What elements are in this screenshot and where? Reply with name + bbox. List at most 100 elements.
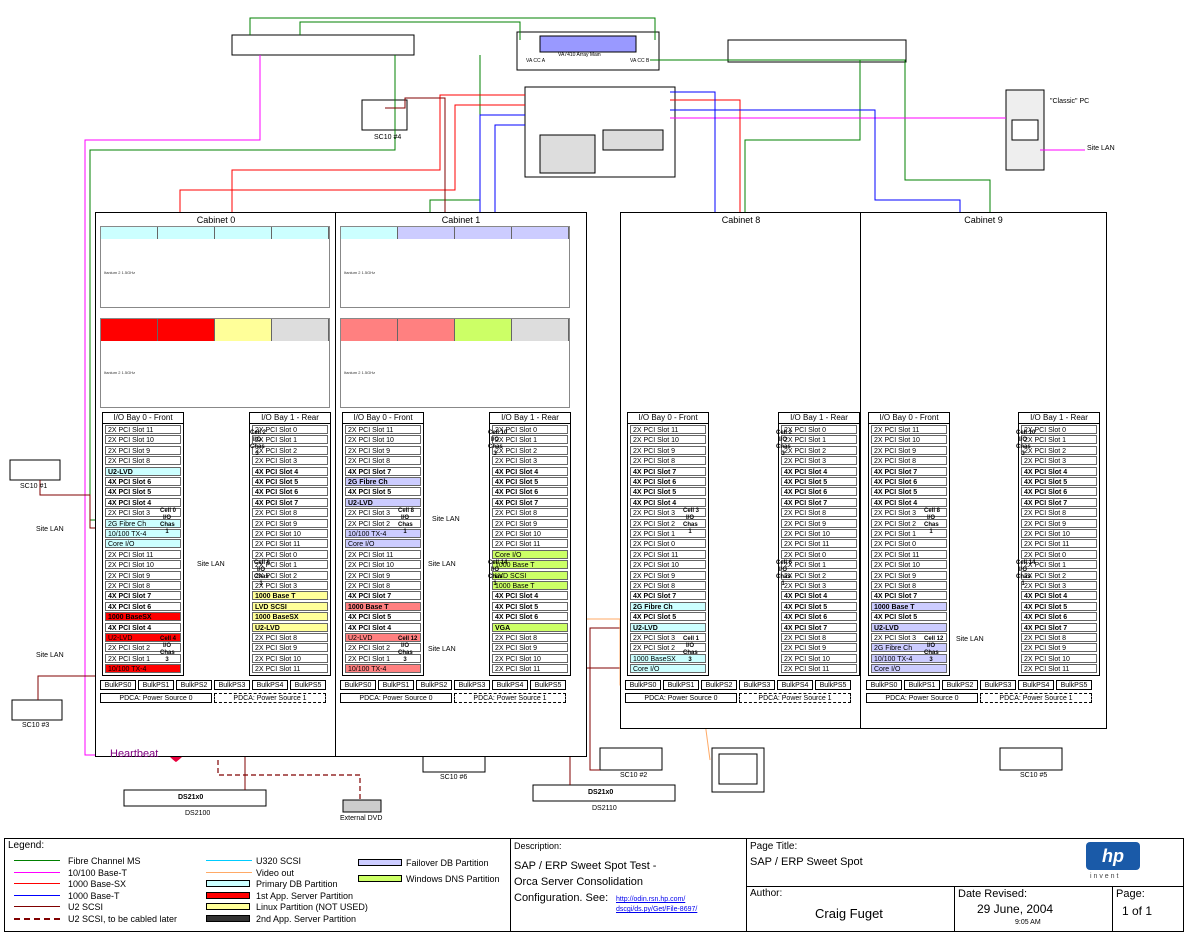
pci-slot[interactable]: 4X PCI Slot 4 (345, 623, 421, 632)
pci-slot[interactable]: 2X PCI Slot 11 (345, 425, 421, 434)
pci-slot[interactable]: 2X PCI Slot 9 (345, 446, 421, 455)
pci-slot[interactable]: 2X PCI Slot 8 (492, 633, 568, 642)
pci-slot[interactable]: 2X PCI Slot 8 (105, 581, 181, 590)
pci-slot[interactable]: 2X PCI Slot 11 (630, 425, 706, 434)
pci-slot[interactable]: 4X PCI Slot 5 (105, 487, 181, 496)
pci-slot[interactable]: 2X PCI Slot 9 (781, 643, 857, 652)
pci-slot[interactable]: 2X PCI Slot 10 (630, 435, 706, 444)
pci-slot[interactable]: 4X PCI Slot 6 (492, 487, 568, 496)
pci-slot[interactable]: VGA (492, 623, 568, 632)
pci-slot[interactable]: 2X PCI Slot 8 (1021, 633, 1097, 642)
pci-slot[interactable]: 2X PCI Slot 9 (252, 519, 328, 528)
pci-slot[interactable]: 4X PCI Slot 7 (781, 623, 857, 632)
pci-slot[interactable]: 2X PCI Slot 0 (871, 539, 947, 548)
pci-slot[interactable]: 2X PCI Slot 8 (871, 581, 947, 590)
pci-slot[interactable]: 2X PCI Slot 9 (492, 519, 568, 528)
pci-slot[interactable]: 2X PCI Slot 10 (345, 560, 421, 569)
pci-slot[interactable]: 1000 Base T (492, 581, 568, 590)
pci-slot[interactable]: 2X PCI Slot 11 (105, 425, 181, 434)
pci-slot[interactable]: Core I/O (345, 539, 421, 548)
pci-slot[interactable]: 4X PCI Slot 7 (781, 498, 857, 507)
pci-slot[interactable]: 2X PCI Slot 0 (1021, 550, 1097, 559)
pci-slot[interactable]: 2X PCI Slot 3 (781, 581, 857, 590)
pci-slot[interactable]: 4X PCI Slot 7 (630, 467, 706, 476)
pci-slot[interactable]: 2X PCI Slot 0 (781, 550, 857, 559)
pci-slot[interactable]: 2X PCI Slot 11 (871, 550, 947, 559)
pci-slot[interactable]: 4X PCI Slot 5 (781, 477, 857, 486)
pci-slot[interactable]: 2X PCI Slot 10 (492, 529, 568, 538)
pci-slot[interactable]: 2X PCI Slot 8 (781, 633, 857, 642)
pci-slot[interactable]: U2-LVD (345, 498, 421, 507)
pci-slot[interactable]: 4X PCI Slot 4 (492, 591, 568, 600)
pci-slot[interactable]: 2X PCI Slot 11 (252, 664, 328, 673)
pci-slot[interactable]: 2X PCI Slot 1 (781, 560, 857, 569)
pci-slot[interactable]: 4X PCI Slot 4 (1021, 591, 1097, 600)
pci-slot[interactable]: 2X PCI Slot 11 (781, 539, 857, 548)
pci-slot[interactable]: 1000 BaseSX (105, 612, 181, 621)
pci-slot[interactable]: U2-LVD (630, 623, 706, 632)
pci-slot[interactable]: 2X PCI Slot 8 (252, 633, 328, 642)
pci-slot[interactable]: 4X PCI Slot 7 (871, 591, 947, 600)
pci-slot[interactable]: 2X PCI Slot 9 (105, 571, 181, 580)
pci-slot[interactable]: 2X PCI Slot 8 (630, 456, 706, 465)
pci-slot[interactable]: LVD SCSI (492, 571, 568, 580)
pci-slot[interactable]: 2X PCI Slot 11 (630, 550, 706, 559)
pci-slot[interactable]: 2X PCI Slot 10 (105, 560, 181, 569)
pci-slot[interactable]: 4X PCI Slot 5 (871, 487, 947, 496)
pci-slot[interactable]: 2X PCI Slot 9 (630, 446, 706, 455)
pci-slot[interactable]: 2X PCI Slot 1 (1021, 435, 1097, 444)
pci-slot[interactable]: 4X PCI Slot 7 (1021, 498, 1097, 507)
pci-slot[interactable]: 4X PCI Slot 7 (492, 498, 568, 507)
pci-slot[interactable]: 4X PCI Slot 6 (1021, 487, 1097, 496)
pci-slot[interactable]: 2X PCI Slot 2 (781, 446, 857, 455)
pci-slot[interactable]: 4X PCI Slot 7 (345, 591, 421, 600)
pci-slot[interactable]: 2X PCI Slot 11 (871, 425, 947, 434)
pci-slot[interactable]: 4X PCI Slot 6 (252, 487, 328, 496)
pci-slot[interactable]: 4X PCI Slot 5 (492, 477, 568, 486)
pci-slot[interactable]: 2X PCI Slot 9 (252, 643, 328, 652)
pci-slot[interactable]: 2X PCI Slot 9 (1021, 519, 1097, 528)
pci-slot[interactable]: 2X PCI Slot 9 (345, 571, 421, 580)
pci-slot[interactable]: 4X PCI Slot 5 (345, 487, 421, 496)
pci-slot[interactable]: 4X PCI Slot 5 (781, 602, 857, 611)
pci-slot[interactable]: 2X PCI Slot 10 (781, 529, 857, 538)
pci-slot[interactable]: 2X PCI Slot 10 (345, 435, 421, 444)
pci-slot[interactable]: U2-LVD (252, 623, 328, 632)
pci-slot[interactable]: 4X PCI Slot 5 (345, 612, 421, 621)
pci-slot[interactable]: Core I/O (630, 664, 706, 673)
pci-slot[interactable]: 4X PCI Slot 4 (781, 467, 857, 476)
pci-slot[interactable]: 2X PCI Slot 2 (492, 446, 568, 455)
pci-slot[interactable]: 2X PCI Slot 3 (1021, 456, 1097, 465)
pci-slot[interactable]: 4X PCI Slot 6 (105, 602, 181, 611)
pci-slot[interactable]: 4X PCI Slot 6 (630, 477, 706, 486)
pci-slot[interactable]: 1000 BaseSX (252, 612, 328, 621)
pci-slot[interactable]: 2G Fibre Ch (345, 477, 421, 486)
pci-slot[interactable]: 2X PCI Slot 9 (105, 446, 181, 455)
pci-slot[interactable]: 2X PCI Slot 11 (345, 550, 421, 559)
pci-slot[interactable]: 4X PCI Slot 6 (492, 612, 568, 621)
pci-slot[interactable]: 4X PCI Slot 4 (781, 591, 857, 600)
pci-slot[interactable]: U2-LVD (871, 623, 947, 632)
pci-slot[interactable]: 2X PCI Slot 10 (630, 560, 706, 569)
pci-slot[interactable]: 2X PCI Slot 1 (492, 435, 568, 444)
pci-slot[interactable]: 2X PCI Slot 10 (871, 560, 947, 569)
pci-slot[interactable]: 2X PCI Slot 9 (871, 571, 947, 580)
pci-slot[interactable]: 2X PCI Slot 0 (252, 550, 328, 559)
pci-slot[interactable]: 2X PCI Slot 8 (105, 456, 181, 465)
pci-slot[interactable]: LVD SCSI (252, 602, 328, 611)
pci-slot[interactable]: 2X PCI Slot 10 (871, 435, 947, 444)
pci-slot[interactable]: 4X PCI Slot 7 (630, 591, 706, 600)
pci-slot[interactable]: Core I/O (871, 664, 947, 673)
pci-slot[interactable]: 4X PCI Slot 4 (1021, 467, 1097, 476)
pci-slot[interactable]: 4X PCI Slot 7 (871, 467, 947, 476)
pci-slot[interactable]: 2X PCI Slot 11 (492, 539, 568, 548)
pci-slot[interactable]: 2X PCI Slot 1 (781, 435, 857, 444)
pci-slot[interactable]: 4X PCI Slot 5 (492, 602, 568, 611)
pci-slot[interactable]: 2X PCI Slot 9 (1021, 643, 1097, 652)
pci-slot[interactable]: 2X PCI Slot 3 (781, 456, 857, 465)
description-link[interactable]: http://odin.rsn.hp.com/ dscgi/ds.py/Get/… (616, 895, 742, 915)
pci-slot[interactable]: 2X PCI Slot 8 (1021, 508, 1097, 517)
pci-slot[interactable]: 2X PCI Slot 2 (1021, 571, 1097, 580)
pci-slot[interactable]: 2X PCI Slot 2 (1021, 446, 1097, 455)
pci-slot[interactable]: 10/100 TX-4 (105, 664, 181, 673)
